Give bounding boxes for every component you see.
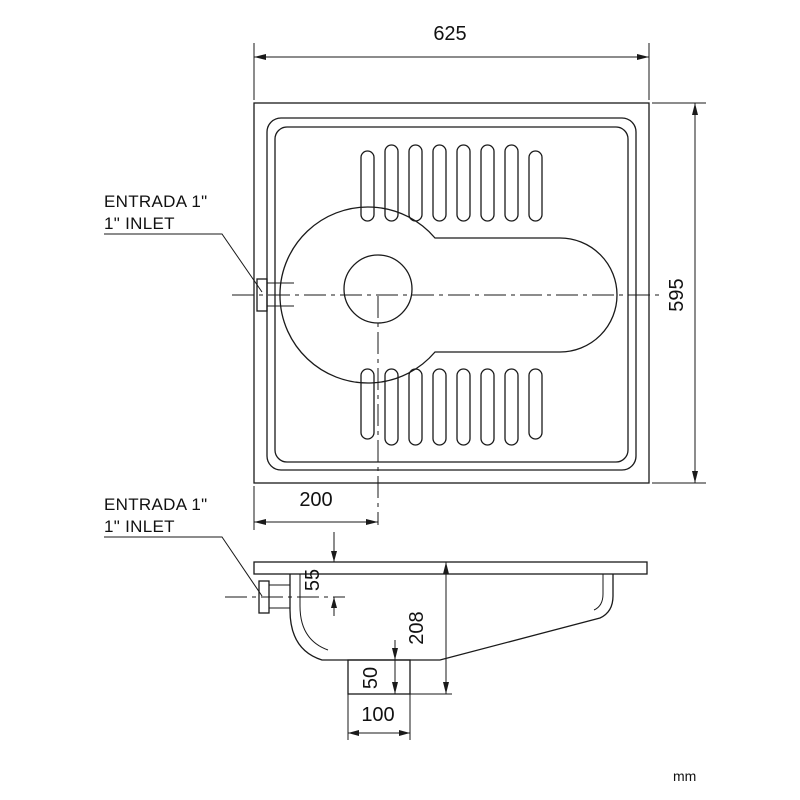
side-bowl-right-inner	[593, 574, 604, 611]
footrest-slot	[504, 144, 519, 222]
dimension-outlet-width-value: 100	[361, 704, 394, 726]
footrest-slot	[504, 368, 519, 446]
footrest-slot	[456, 144, 471, 222]
top-inlet-label-es: ENTRADA 1"	[104, 192, 208, 211]
side-inlet-callout: ENTRADA 1" 1" INLET	[104, 495, 263, 597]
dimension-drain-offset: 200	[253, 486, 378, 530]
dimension-outlet-height: 50	[360, 640, 398, 694]
dimension-total-height: 208	[406, 562, 452, 695]
dimension-depth: 595	[652, 102, 706, 484]
bowl-outline	[279, 206, 618, 384]
side-outlet	[347, 659, 411, 695]
side-plate	[253, 561, 648, 575]
dimension-outlet-width: 100	[347, 694, 411, 740]
footrest-slot	[384, 368, 399, 446]
dimension-outlet-height-value: 50	[360, 667, 382, 689]
footrest-slot	[528, 368, 543, 440]
unit-label: mm	[673, 768, 696, 784]
dimension-drain-offset-value: 200	[299, 489, 332, 511]
outer-plate	[253, 102, 650, 484]
dimension-total-height-value: 208	[406, 611, 428, 644]
footrest-slot	[480, 144, 495, 222]
top-view	[232, 102, 660, 525]
side-inlet-pipe	[269, 584, 290, 609]
footrest-slot	[456, 368, 471, 446]
inner-rim	[266, 117, 637, 471]
footrest-slot	[360, 150, 375, 222]
footrest-slot	[480, 368, 495, 446]
side-inlet-label-en: 1" INLET	[104, 517, 175, 536]
footrest-slot	[360, 368, 375, 440]
side-bowl-inner	[299, 574, 329, 651]
dimension-depth-value: 595	[666, 278, 688, 311]
dimension-width-value: 625	[433, 23, 466, 45]
footrest-slot	[408, 368, 423, 446]
dimension-width: 625	[253, 23, 650, 100]
top-inlet-callout: ENTRADA 1" 1" INLET	[104, 192, 263, 293]
lower-footrest-slots	[360, 368, 543, 446]
side-view	[225, 561, 648, 695]
dimension-inlet-height: 55	[290, 532, 345, 616]
footrest-slot	[384, 144, 399, 222]
side-inlet-label-es: ENTRADA 1"	[104, 495, 208, 514]
top-inlet-pipe	[267, 282, 294, 307]
footrest-slot	[408, 144, 423, 222]
footrest-slot	[432, 144, 447, 222]
dimension-inlet-height-value: 55	[302, 569, 324, 591]
footrest-slot	[432, 368, 447, 446]
side-bowl-body	[289, 574, 614, 661]
upper-footrest-slots	[360, 144, 543, 222]
footrest-slot	[528, 150, 543, 222]
top-inlet-label-en: 1" INLET	[104, 214, 175, 233]
top-inlet-stub	[256, 278, 268, 312]
